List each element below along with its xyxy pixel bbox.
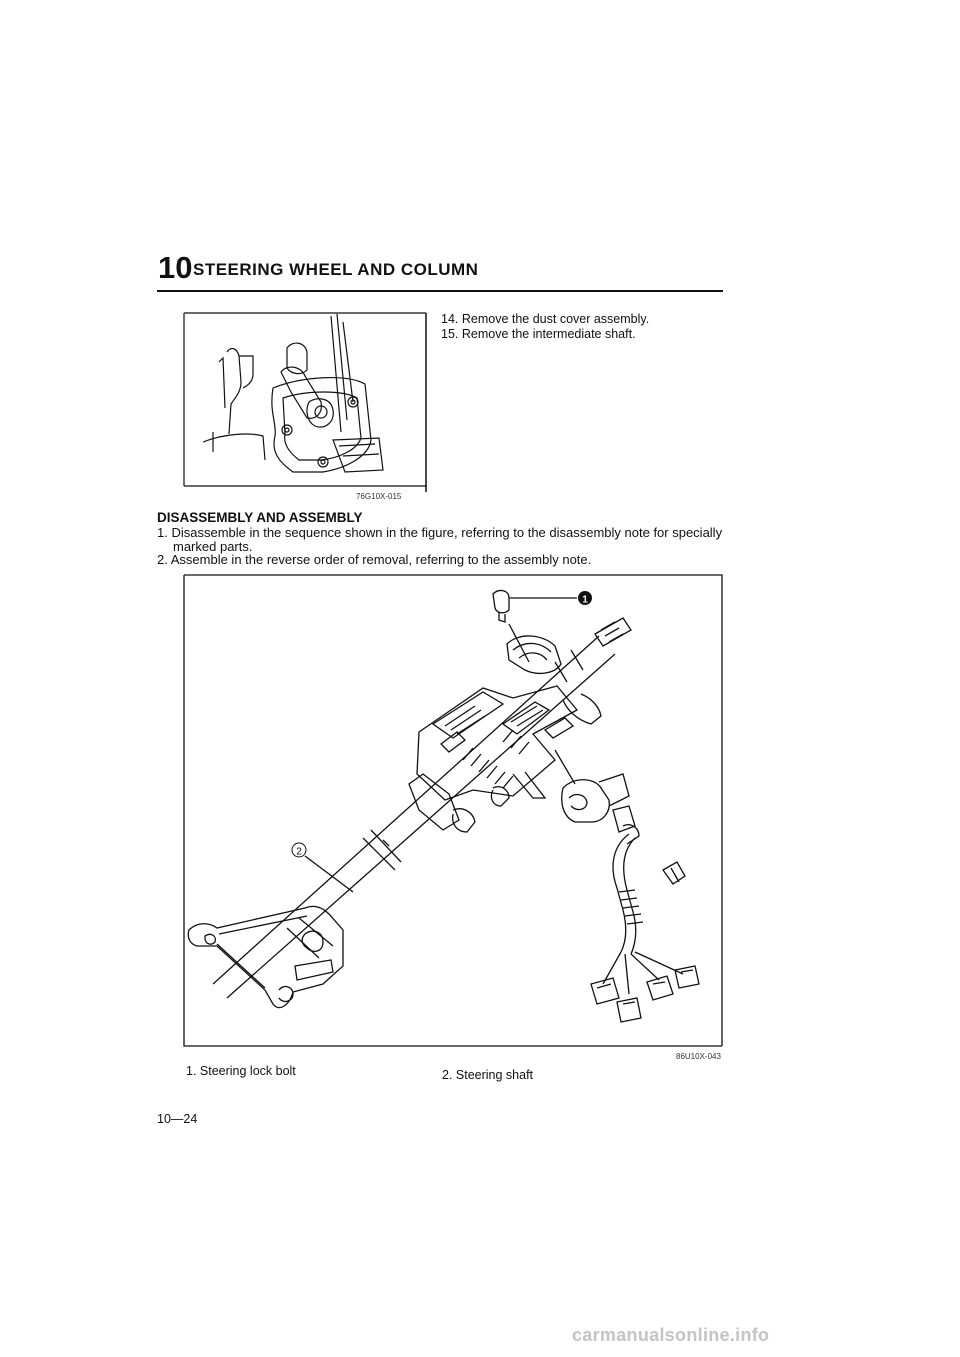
step-15: 15. Remove the intermediate shaft. — [441, 327, 636, 341]
figure1-code: 76G10X-015 — [356, 492, 402, 501]
step-2: 2. Assemble in the reverse order of remo… — [157, 552, 592, 567]
figure2-code: 86U10X-043 — [676, 1052, 721, 1061]
dust-cover-illustration — [183, 312, 427, 492]
page-number: 10—24 — [157, 1112, 198, 1126]
header-rule — [157, 290, 723, 292]
section-instructions: 1. Disassemble in the sequence shown in … — [157, 526, 732, 567]
watermark: carmanualsonline.info — [572, 1325, 770, 1345]
chapter-number: 10 — [158, 250, 193, 285]
section-heading: DISASSEMBLY AND ASSEMBLY — [157, 510, 363, 525]
removal-steps: 14. Remove the dust cover assembly. 15. … — [441, 312, 649, 342]
step-1-line-2: marked parts. — [173, 538, 253, 554]
callout-1-label: 1 — [582, 595, 588, 606]
step-1-line-1: 1. Disassemble in the sequence shown in … — [157, 525, 723, 540]
legend-steering-shaft: 2. Steering shaft — [442, 1068, 534, 1082]
legend-steering-lock-bolt: 1. Steering lock bolt — [186, 1064, 296, 1078]
steering-column-exploded-view: 1 2 — [183, 574, 723, 1047]
chapter-title: STEERING WHEEL AND COLUMN — [193, 260, 479, 279]
callout-1-marker — [578, 591, 592, 605]
callout-2-label: 2 — [296, 847, 302, 858]
callout-2-marker — [291, 842, 307, 858]
step-14: 14. Remove the dust cover assembly. — [441, 312, 650, 326]
